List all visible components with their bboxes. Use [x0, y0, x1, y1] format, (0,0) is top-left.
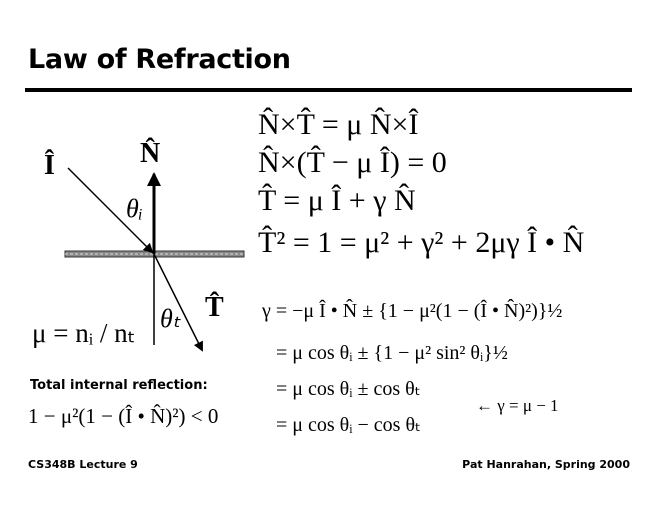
equation-1: N̂×T̂ = μ N̂×Î	[258, 108, 419, 141]
footer-author: Pat Hanrahan, Spring 2000	[462, 458, 630, 471]
transmitted-ray	[153, 253, 203, 352]
title-rule	[25, 88, 632, 92]
footer-course: CS348B Lecture 9	[28, 458, 138, 471]
equation-2: N̂×(T̂ − μ Î) = 0	[258, 146, 447, 179]
derivation-4: = μ cos θᵢ − cos θₜ	[276, 414, 421, 436]
derivation-1: γ = −μ Î • N̂ ± {1 − μ²(1 − (Î • N̂)²)}½	[262, 300, 563, 322]
tir-heading: Total internal reflection:	[30, 378, 208, 393]
theta-t-label: θₜ	[160, 304, 181, 333]
incident-ray	[67, 167, 154, 254]
derivation-3: = μ cos θᵢ ± cos θₜ	[276, 378, 421, 400]
incident-label: Î	[44, 150, 55, 181]
equation-4: T̂² = 1 = μ² + γ² + 2μγ Î • N̂	[258, 226, 585, 259]
theta-i-label: θᵢ	[126, 194, 143, 223]
tir-formula: 1 − μ²(1 − (Î • N̂)²) < 0	[28, 404, 219, 428]
gamma-note: ← γ = μ − 1	[476, 396, 559, 415]
derivation-2: = μ cos θᵢ ± {1 − μ² sin² θᵢ}½	[276, 342, 508, 364]
transmitted-label: T̂	[205, 292, 224, 323]
slide-title: Law of Refraction	[28, 44, 291, 75]
normal-label: N̂	[140, 138, 161, 169]
equation-3: T̂ = μ Î + γ N̂	[258, 184, 416, 217]
mu-definition: μ = nᵢ / nₜ	[32, 318, 136, 348]
